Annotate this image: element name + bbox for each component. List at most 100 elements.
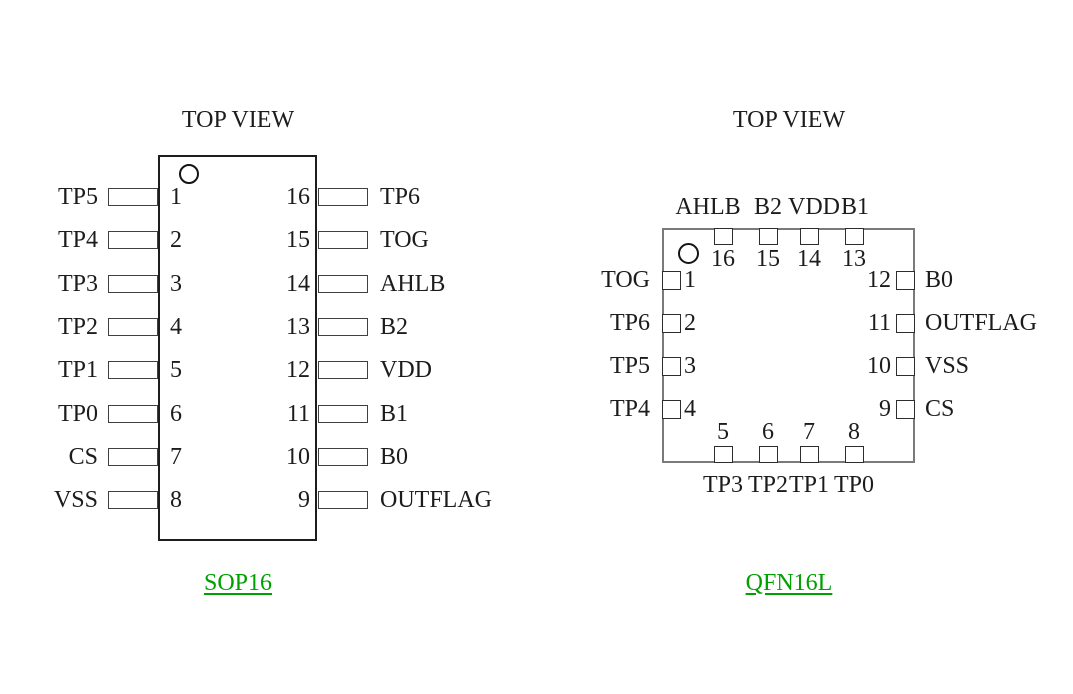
pin-row: TP3 3 bbox=[0, 271, 220, 297]
pin-label: B0 bbox=[925, 267, 954, 293]
pin-label: VSS bbox=[53, 487, 98, 513]
qfn16l-package-body bbox=[662, 228, 915, 463]
qfn16l-package-link[interactable]: QFN16L bbox=[745, 570, 833, 596]
pin-number: 3 bbox=[684, 353, 696, 379]
pin-pad bbox=[662, 356, 681, 376]
pin-lead bbox=[108, 448, 158, 466]
pin-row: 14 AHLB bbox=[158, 271, 445, 297]
pin-lead bbox=[318, 275, 368, 293]
pin-lead bbox=[318, 318, 368, 336]
pin-number: 13 bbox=[286, 314, 310, 340]
pin-label: AHLB bbox=[380, 271, 446, 297]
pin-lead bbox=[318, 188, 368, 206]
pin-number: 12 bbox=[286, 357, 310, 383]
pin-lead bbox=[318, 361, 368, 379]
pin-pad bbox=[845, 228, 864, 245]
pin-row: 11 B1 bbox=[158, 401, 408, 427]
qfn16l-top-view-title: TOP VIEW bbox=[732, 107, 846, 133]
pin-number: 16 bbox=[286, 184, 310, 210]
pin-lead bbox=[318, 231, 368, 249]
pin-label: B2 bbox=[380, 314, 409, 340]
pin-pad bbox=[662, 313, 681, 333]
pin-label: TP0 bbox=[57, 401, 98, 427]
pin-pad bbox=[845, 446, 864, 463]
pin-label: TP6 bbox=[609, 310, 650, 336]
pin-pad bbox=[896, 399, 915, 419]
pin-label: TP0 bbox=[833, 472, 874, 498]
pin-number: 7 bbox=[170, 444, 182, 470]
pin-label: B2 bbox=[753, 194, 782, 220]
pin-label: OUTFLAG bbox=[380, 487, 492, 513]
pin-number: 15 bbox=[756, 246, 780, 272]
pin-number: 9 bbox=[298, 487, 310, 513]
pin-label: TP3 bbox=[57, 271, 98, 297]
pin-label: CS bbox=[68, 444, 98, 470]
sop16-pin1-marker-dot bbox=[179, 164, 199, 184]
pin-number: 8 bbox=[170, 487, 182, 513]
pin-lead bbox=[318, 448, 368, 466]
pin-label: TP6 bbox=[380, 184, 421, 210]
pin-number: 2 bbox=[170, 227, 182, 253]
pin-pad bbox=[759, 228, 778, 245]
pin-number: 4 bbox=[170, 314, 182, 340]
pin-row: TP0 6 bbox=[0, 401, 220, 427]
pin-pad bbox=[800, 446, 819, 463]
pin-number: 13 bbox=[842, 246, 866, 272]
pin-label: TP2 bbox=[57, 314, 98, 340]
pin-lead bbox=[108, 318, 158, 336]
pin-number: 11 bbox=[286, 401, 310, 427]
pin-label: TP1 bbox=[57, 357, 98, 383]
pin-number: 1 bbox=[170, 184, 182, 210]
sop16-package-body bbox=[158, 155, 317, 541]
pin-number: 8 bbox=[848, 419, 860, 445]
pin-pad bbox=[896, 313, 915, 333]
pin-row: 9 OUTFLAG bbox=[158, 487, 492, 513]
pin-number: 10 bbox=[286, 444, 310, 470]
pin-pad bbox=[714, 446, 733, 463]
pin-label: VSS bbox=[925, 353, 970, 379]
pin-lead bbox=[108, 231, 158, 249]
pin-label: TP5 bbox=[57, 184, 98, 210]
pin-row: TP4 2 bbox=[0, 227, 220, 253]
pin-lead bbox=[108, 405, 158, 423]
pin-label: VDD bbox=[788, 194, 840, 220]
pin-number: 16 bbox=[711, 246, 735, 272]
pin-label: VDD bbox=[380, 357, 432, 383]
pin-label: B1 bbox=[840, 194, 869, 220]
pin-number: 6 bbox=[170, 401, 182, 427]
sop16-top-view-title: TOP VIEW bbox=[181, 107, 295, 133]
pin-pad bbox=[714, 228, 733, 245]
pin-label: TP3 bbox=[702, 472, 743, 498]
pin-row: 16 TP6 bbox=[158, 184, 420, 210]
pin-label: TP4 bbox=[57, 227, 98, 253]
pin-label: TP2 bbox=[747, 472, 788, 498]
pin-number: 3 bbox=[170, 271, 182, 297]
pin-number: 10 bbox=[867, 353, 891, 379]
qfn16l-pin1-marker-dot bbox=[678, 243, 699, 264]
pin-pad bbox=[662, 399, 681, 419]
pin-lead bbox=[108, 491, 158, 509]
pin-row: TP5 1 bbox=[0, 184, 220, 210]
pin-row: 15 TOG bbox=[158, 227, 429, 253]
pin-lead bbox=[318, 491, 368, 509]
pin-pad bbox=[662, 270, 681, 290]
pin-pad bbox=[759, 446, 778, 463]
pin-label: TOG bbox=[601, 267, 650, 293]
pin-lead bbox=[108, 361, 158, 379]
pin-number: 7 bbox=[803, 419, 815, 445]
pin-number: 14 bbox=[286, 271, 310, 297]
pin-label: B1 bbox=[380, 401, 409, 427]
pin-number: 15 bbox=[286, 227, 310, 253]
pin-label: TP4 bbox=[609, 396, 650, 422]
pin-lead bbox=[108, 188, 158, 206]
sop16-package-link[interactable]: SOP16 bbox=[203, 570, 273, 596]
pin-pad bbox=[800, 228, 819, 245]
pin-row: CS 7 bbox=[0, 444, 220, 470]
pin-label: TOG bbox=[380, 227, 429, 253]
pin-number: 6 bbox=[762, 419, 774, 445]
